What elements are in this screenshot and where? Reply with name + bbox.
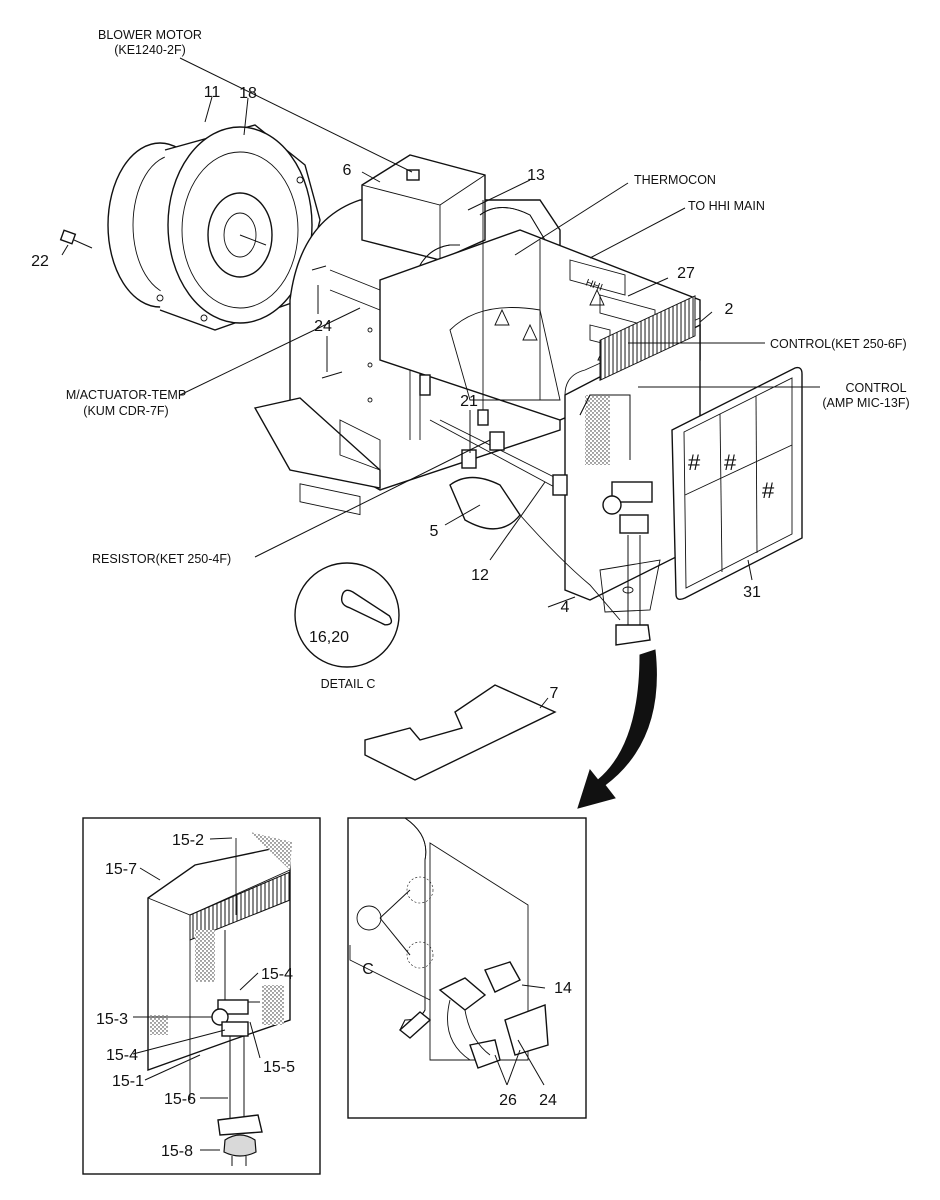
- heater-core: [564, 295, 701, 646]
- wiring: [311, 169, 621, 621]
- screw-22: [59, 229, 93, 249]
- callout-numbers: 11 18 6 13 22 27 2 24 21 5 12 4 31 16,20…: [31, 84, 761, 1160]
- callout-14: 14: [554, 980, 572, 997]
- callout-24-inset: 24: [539, 1092, 557, 1109]
- callout-15-7: 15-7: [105, 861, 137, 878]
- label-control-amp: (AMP MIC-13F): [822, 396, 909, 410]
- label-c-marker: C: [362, 961, 374, 978]
- label-blower-motor-code: (KE1240-2F): [114, 43, 186, 57]
- label-resistor: RESISTOR(KET 250-4F): [92, 552, 231, 566]
- inset-left: [82, 817, 321, 1175]
- callout-5: 5: [430, 523, 439, 540]
- callout-15-4-lower: 15-4: [106, 1047, 138, 1064]
- callout-31: 31: [743, 584, 761, 601]
- callout-15-4-upper: 15-4: [261, 966, 293, 983]
- blower-motor: [107, 124, 321, 331]
- label-to-hhi-main: TO HHI MAIN: [688, 199, 765, 213]
- grille-mesh-mark-1: #: [688, 450, 701, 475]
- callout-11: 11: [204, 84, 221, 101]
- callout-22: 22: [31, 253, 49, 270]
- callout-15-5: 15-5: [263, 1059, 295, 1076]
- label-control: CONTROL: [845, 381, 906, 395]
- label-m-actuator-code: (KUM CDR-7F): [83, 404, 168, 418]
- detail-c-circle: [294, 562, 400, 668]
- callout-15-8: 15-8: [161, 1143, 193, 1160]
- main-housing: HHI: [253, 154, 701, 516]
- inset-right: [347, 817, 587, 1119]
- label-control-ket: CONTROL(KET 250-6F): [770, 337, 907, 351]
- leader-lines: [61, 57, 820, 1151]
- callout-7: 7: [550, 685, 559, 702]
- callout-24-top: 24: [314, 318, 332, 335]
- label-detail-c: DETAIL C: [321, 677, 376, 691]
- callout-18: 18: [239, 85, 257, 102]
- callout-15-2: 15-2: [172, 832, 204, 849]
- callout-4: 4: [561, 599, 570, 616]
- callout-15-6: 15-6: [164, 1091, 196, 1108]
- callout-27: 27: [677, 265, 695, 282]
- callout-21: 21: [460, 393, 478, 410]
- callout-15-3: 15-3: [96, 1011, 128, 1028]
- insulation-pad-7: [364, 684, 557, 781]
- label-blower-motor: BLOWER MOTOR: [98, 28, 202, 42]
- labels: BLOWER MOTOR (KE1240-2F) THERMOCON TO HH…: [66, 28, 910, 978]
- callout-16-20: 16,20: [309, 629, 349, 646]
- curved-arrow-icon: [577, 649, 657, 809]
- callout-12: 12: [471, 567, 489, 584]
- callout-6: 6: [343, 162, 352, 179]
- callout-26: 26: [499, 1092, 517, 1109]
- filter-grille-31: # # #: [671, 366, 803, 601]
- grille-mesh-mark-2: #: [724, 450, 737, 475]
- label-m-actuator-temp: M/ACTUATOR-TEMP: [66, 388, 186, 402]
- callout-15-1: 15-1: [112, 1073, 144, 1090]
- grille-mesh-mark-3: #: [762, 478, 775, 503]
- callout-2: 2: [725, 301, 734, 318]
- callout-13: 13: [527, 167, 545, 184]
- label-thermocon: THERMOCON: [634, 173, 716, 187]
